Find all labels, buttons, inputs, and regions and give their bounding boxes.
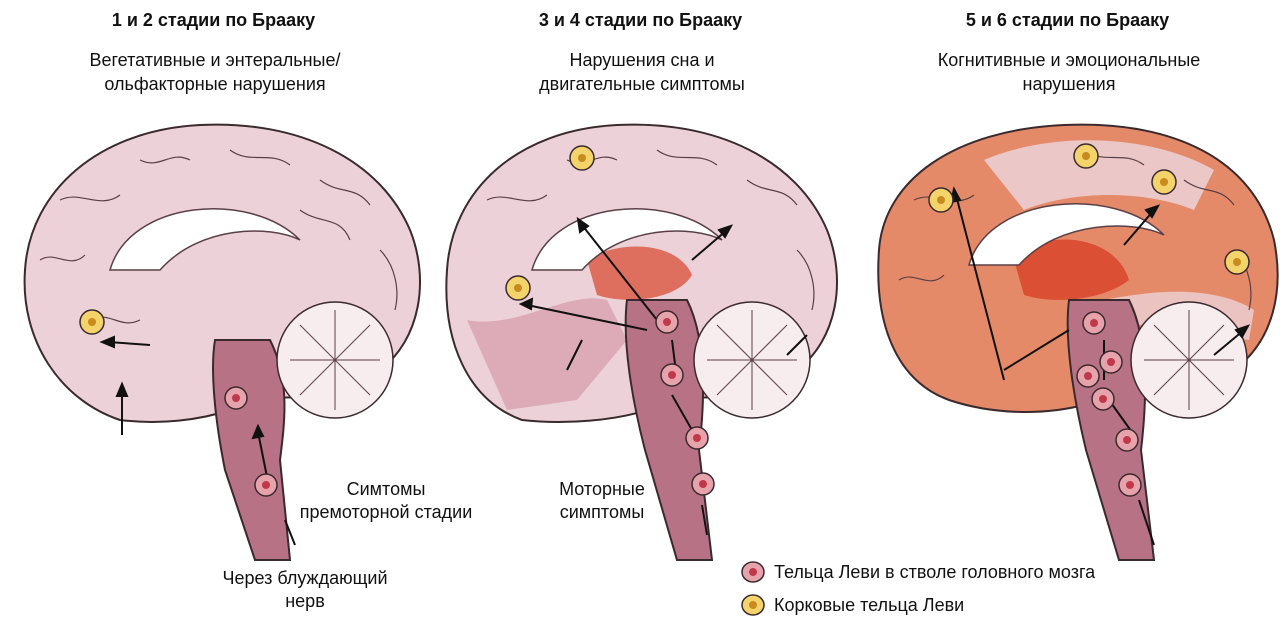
legend-cortical-item: Корковые тельца Леви xyxy=(740,594,964,616)
stage-1-2-panel: 1 и 2 стадии по Брааку Вегетативные и эн… xyxy=(0,0,427,619)
brain-illustration-stage-1-2 xyxy=(0,0,427,619)
motor-symptoms-label: Моторные симптомы xyxy=(542,478,662,524)
brain-illustration-stage-3-4 xyxy=(427,0,854,619)
legend-brainstem-item: Тельца Леви в стволе головного мозга xyxy=(740,561,1095,583)
cortical-lewy-body-icon xyxy=(80,310,104,334)
vagus-nerve-label: Через блуждающий нерв xyxy=(195,567,415,613)
legend-brainstem-label: Тельца Леви в стволе головного мозга xyxy=(774,562,1095,583)
stage-3-4-panel: 3 и 4 стадии по Брааку Нарушения сна и д… xyxy=(427,0,854,619)
brain-illustration-stage-5-6 xyxy=(854,0,1280,619)
brainstem-lewy-body-icon xyxy=(740,561,766,583)
cortical-lewy-body-icon xyxy=(740,594,766,616)
legend-cortical-label: Корковые тельца Леви xyxy=(774,595,964,616)
stage-5-6-panel: 5 и 6 стадии по Брааку Когнитивные и эмо… xyxy=(854,0,1280,619)
